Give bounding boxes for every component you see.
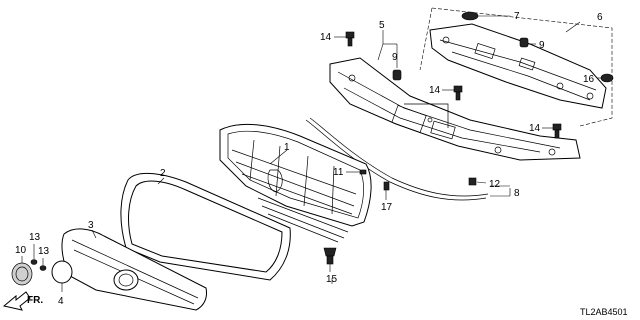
- clip-part-17: [383, 181, 390, 200]
- bolt-part-14-right: [542, 123, 562, 139]
- front-direction-arrow: FR.: [2, 291, 43, 311]
- callout-9-right: 9: [539, 40, 545, 51]
- bolt-part-15: [323, 247, 337, 272]
- grille-frame-part-2: [120, 172, 291, 281]
- callout-13-b: 13: [38, 246, 50, 257]
- leader-lines: [91, 21, 581, 284]
- clip-part-13-b: [39, 258, 47, 271]
- bulkhead-beam-part-5: [329, 57, 581, 161]
- callout-labels: 1 2 3 4 5 6 7 8 9 9 10 11 12 13 13 14 14…: [15, 11, 603, 307]
- emblem-base-part-4: [51, 260, 73, 292]
- callout-12: 12: [489, 179, 501, 190]
- callout-14-top: 14: [320, 32, 332, 43]
- callout-5: 5: [379, 20, 385, 31]
- callout-10: 10: [15, 245, 27, 256]
- callout-2: 2: [160, 168, 166, 179]
- pad-part-7: [461, 11, 510, 21]
- cover-assembly-frame: [419, 7, 613, 127]
- callout-7: 7: [514, 11, 520, 22]
- callout-8: 8: [514, 188, 520, 199]
- clip-part-12: [468, 177, 487, 186]
- callout-11: 11: [333, 167, 344, 178]
- callout-13-a: 13: [29, 232, 41, 243]
- callout-16: 16: [583, 74, 595, 85]
- lower-garnish-part-3: [61, 228, 207, 311]
- diagram-code: TL2AB4501: [580, 307, 628, 317]
- callout-6: 6: [597, 12, 603, 23]
- seal-strip-part-8: [305, 117, 489, 201]
- clip-part-13-a: [30, 244, 38, 265]
- upper-cover-part-6: [429, 23, 607, 109]
- front-direction-label: FR.: [27, 295, 43, 306]
- callout-15: 15: [326, 274, 338, 285]
- emblem-part-10: [11, 256, 33, 286]
- callout-3: 3: [88, 220, 94, 231]
- callout-9-left: 9: [392, 52, 398, 63]
- screw-part-11: [346, 169, 367, 175]
- callout-4: 4: [58, 296, 64, 307]
- clip-part-9-left: [392, 69, 402, 81]
- front-grille-part-1: [219, 123, 372, 243]
- callout-17: 17: [381, 202, 393, 213]
- bolt-part-14-top: [334, 31, 355, 47]
- grommet-part-16: [597, 73, 614, 83]
- clip-part-9-right: [519, 37, 536, 48]
- callout-14-right: 14: [529, 123, 541, 134]
- callout-1: 1: [284, 142, 290, 153]
- bolt-part-14-middle: [442, 85, 463, 101]
- callout-14-middle: 14: [429, 85, 441, 96]
